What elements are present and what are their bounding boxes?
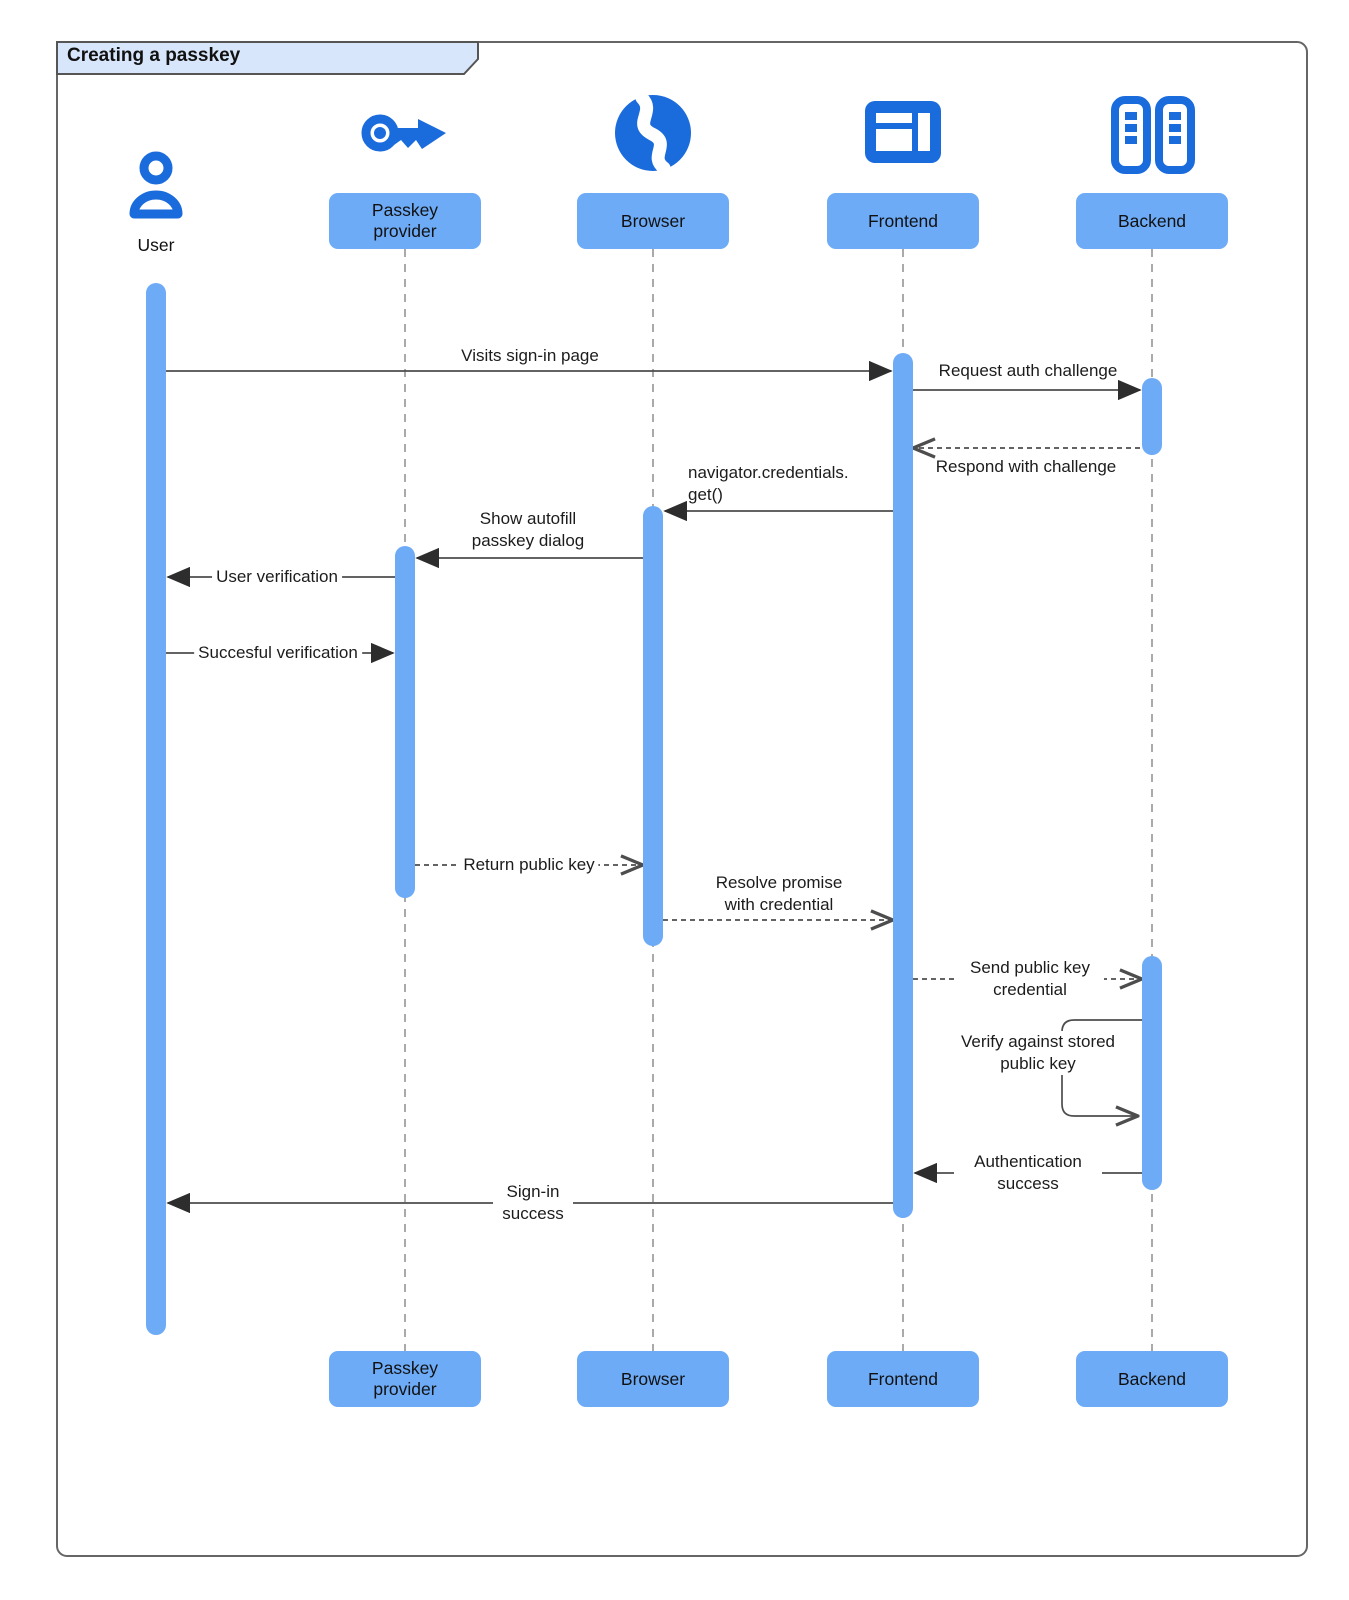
actor-box-label: Backend bbox=[1117, 1368, 1187, 1389]
message-label-navigator-credentials-get: navigator.credentials. get() bbox=[688, 463, 849, 504]
actor-box-frontend-bottom: Frontend bbox=[827, 1351, 979, 1407]
message-label-request-auth-challenge: Request auth challenge bbox=[938, 361, 1118, 380]
person-icon bbox=[129, 151, 183, 219]
diagram-frame bbox=[56, 41, 1308, 1557]
message-label-visits-sign-in: Visits sign-in page bbox=[461, 346, 599, 365]
message-label-succesful-verification: Succesful verification bbox=[194, 642, 362, 664]
actor-box-browser-bottom: Browser bbox=[577, 1351, 729, 1407]
actor-box-label: Passkey provider bbox=[371, 200, 439, 241]
globe-icon bbox=[615, 92, 691, 174]
browser-window-icon bbox=[865, 101, 941, 163]
actor-box-frontend-top: Frontend bbox=[827, 193, 979, 249]
actor-box-label: Frontend bbox=[867, 210, 939, 231]
actor-box-passkey-provider-top: Passkey provider bbox=[329, 193, 481, 249]
server-icon bbox=[1111, 96, 1195, 174]
message-label-respond-with-challenge: Respond with challenge bbox=[935, 457, 1117, 476]
actor-box-label: Frontend bbox=[867, 1368, 939, 1389]
actor-box-passkey-provider-bottom: Passkey provider bbox=[329, 1351, 481, 1407]
message-label-show-autofill-dialog: Show autofill passkey dialog bbox=[471, 509, 585, 550]
actor-label-user: User bbox=[137, 235, 175, 255]
message-label-authentication-success: Authentication success bbox=[954, 1151, 1102, 1195]
message-label-user-verification: User verification bbox=[212, 566, 342, 588]
actor-box-backend-bottom: Backend bbox=[1076, 1351, 1228, 1407]
activation-bar-backend-2 bbox=[1142, 956, 1162, 1190]
message-label-verify-stored-key: Verify against stored public key bbox=[954, 1031, 1122, 1075]
actor-box-label: Browser bbox=[620, 210, 686, 231]
actor-box-browser-top: Browser bbox=[577, 193, 729, 249]
message-label-sign-in-success: Sign-in success bbox=[493, 1181, 573, 1225]
title-tab bbox=[56, 41, 479, 75]
activation-bar-frontend bbox=[893, 353, 913, 1218]
actor-box-label: Browser bbox=[620, 1368, 686, 1389]
diagram-title: Creating a passkey bbox=[67, 45, 241, 66]
message-label-send-public-key-credential: Send public key credential bbox=[956, 957, 1104, 1001]
message-label-return-public-key: Return public key bbox=[459, 854, 599, 876]
activation-bar-backend-1 bbox=[1142, 378, 1162, 455]
actor-box-label: Backend bbox=[1117, 210, 1187, 231]
actor-box-backend-top: Backend bbox=[1076, 193, 1228, 249]
actor-box-label: Passkey provider bbox=[371, 1358, 439, 1399]
activation-bar-user bbox=[146, 283, 166, 1335]
key-icon bbox=[361, 114, 446, 152]
activation-bar-passkey-provider bbox=[395, 546, 415, 898]
message-label-resolve-promise: Resolve promise with credential bbox=[715, 873, 843, 914]
activation-bar-browser bbox=[643, 506, 663, 946]
